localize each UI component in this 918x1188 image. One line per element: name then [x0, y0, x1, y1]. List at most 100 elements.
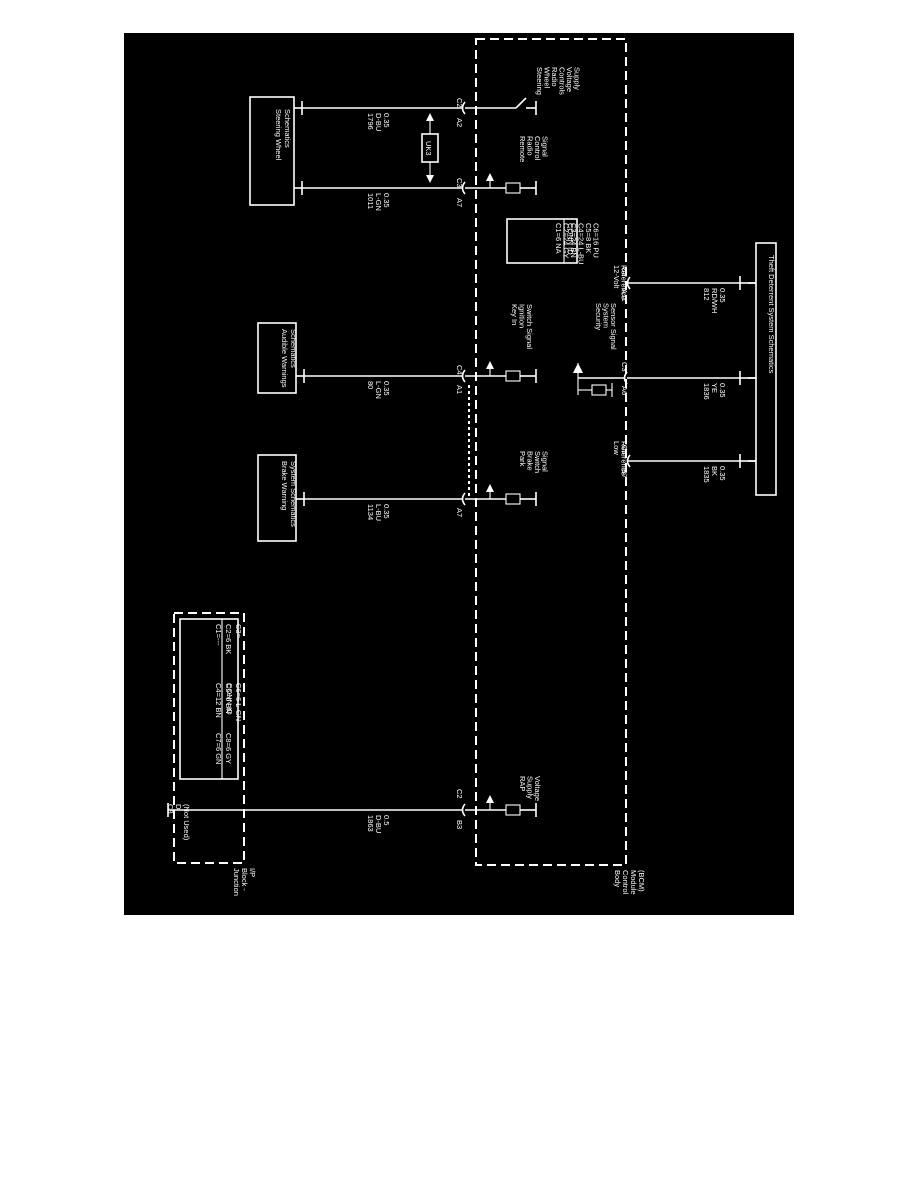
pin-label: A7	[455, 198, 464, 207]
bcm-conn-id-title: CONN ID	[566, 223, 575, 255]
conn-id-line: C8=6 GY	[224, 733, 233, 764]
jb-label-line: I/P	[248, 868, 257, 877]
circuit-steering-supply: C2 A2 1796 D-BU 0.35 Steering Wheel Radi…	[294, 67, 582, 131]
circuit-label: Signal	[541, 136, 550, 157]
conn-id-line: C3=24 BN	[569, 223, 578, 258]
brake-warning-label: Brake Warning System Schematics	[280, 461, 298, 527]
pin-label: A11	[620, 289, 629, 302]
conn-id-line: C1=6 NA	[554, 223, 563, 254]
conn-id-line: C1=---	[214, 624, 223, 646]
circuit-low-reference: C2 B7 1835 BK 0.35 Low Reference	[612, 441, 756, 483]
circuit-label: Low	[612, 441, 621, 455]
connector-label: C2	[455, 789, 464, 799]
circuit-label: Key In	[510, 304, 519, 325]
connector-label: C4	[455, 365, 464, 375]
circuit-park-brake: A7 1134 L-BU 0.35 Park Brake Switch Sign…	[296, 451, 550, 521]
bcm-outline	[475, 38, 627, 866]
wire-label: 0.35	[382, 504, 391, 519]
jb-label-line: Junction	[232, 868, 241, 896]
conn-id-line: C2=6 BK	[224, 624, 233, 654]
jb-pin-label: D	[174, 804, 183, 810]
wire-label: 1836	[702, 383, 711, 400]
wire-label: 1863	[366, 815, 375, 832]
connector-label: C3	[620, 362, 629, 372]
jb-conn-id-box	[179, 618, 239, 780]
jb-label-line: Block -	[240, 868, 249, 891]
circuit-key-in: C4 A1 80 L-GN 0.35 Key In Ignition Switc…	[296, 304, 537, 399]
pin-label: A2	[455, 118, 464, 127]
junction-block-outline	[173, 612, 245, 864]
conn-id-line: C3=---	[234, 624, 243, 646]
pin-label: B3	[455, 820, 464, 829]
bcm-conn-id-box	[506, 218, 578, 264]
theft-deterrent-label: Theft Deterrent System Schematics	[767, 255, 776, 374]
conn-id-line: C5=6 BN	[224, 683, 233, 714]
connector-label: C2	[620, 267, 629, 277]
box-label-line: Brake Warning	[280, 461, 289, 510]
schematic-panel: Body Control Module (BCM) Junction Block…	[124, 33, 794, 915]
theft-deterrent-schematics-box	[755, 242, 777, 496]
box-label-line: Schematics	[283, 109, 292, 148]
wire-label: 812	[702, 288, 711, 301]
wire-label: 0.35	[718, 288, 727, 303]
wire-label: D-BU	[374, 815, 383, 833]
wire-label: D-BU	[374, 113, 383, 131]
wire-label: 0.35	[382, 113, 391, 128]
circuit-label: Voltage	[533, 776, 542, 801]
circuit-remote-radio: C3 A7 1011 L-GN 0.35 Remote Radio Contro…	[294, 136, 550, 211]
junction-block-label: Junction Block - I/P	[232, 868, 257, 896]
wire-label: 1134	[366, 504, 375, 520]
box-label-line: System Schematics	[289, 461, 298, 527]
circuit-12v-reference: C2 A11 812 RD/WH 0.35 12-Volt Reference	[612, 265, 756, 313]
conn-id-line: C4=24 L-BU	[577, 223, 586, 264]
circuit-label: Supply	[573, 67, 582, 90]
connector-label: C2	[455, 98, 464, 108]
circuit-label: Switch Signal	[525, 304, 534, 349]
circuit-label: Voltage	[565, 67, 574, 92]
circuit-label: RAP	[518, 776, 527, 791]
box-label-line: Theft Deterrent System Schematics	[767, 255, 776, 374]
bcm-label-line: Module	[629, 870, 638, 895]
circuit-label: Radio	[526, 136, 535, 156]
wire-label: 0.35	[718, 383, 727, 398]
circuit-label: Steering	[535, 67, 544, 95]
theft-deterrent-stubs	[748, 282, 756, 462]
jb-conn-id-title: CONN ID	[225, 683, 234, 715]
conn-id-line: C6=6 L-GN	[234, 683, 243, 721]
circuit-security-sensor: C3 A6 1836 YE 0.35 Security System Senso…	[573, 303, 756, 400]
box-label-line: Schematics	[289, 329, 298, 368]
circuit-label: Supply	[526, 776, 535, 799]
circuit-label: Remote	[518, 136, 527, 162]
circuit-label: Security	[594, 303, 603, 330]
circuit-label: Park	[518, 451, 527, 467]
conn-id-line: C2=24 GY	[562, 223, 571, 258]
wiring-diagram: Body Control Module (BCM) Junction Block…	[166, 38, 777, 896]
audible-warnings-label: Audible Warnings Schematics	[280, 329, 298, 388]
bcm-label-line: (BCM)	[637, 870, 646, 892]
wire-label: 0.35	[382, 381, 391, 396]
conn-id-line: C5=8 BK	[584, 223, 593, 253]
circuit-label: Controls	[558, 67, 567, 95]
circuit-rap-supply: C2 B3 1863 D-BU 0.5 RAP Supply Voltage C…	[166, 776, 542, 841]
steering-wheel-schematics-box	[249, 96, 295, 206]
pin-label: A6	[620, 386, 629, 395]
circuit-label: Brake	[526, 451, 535, 471]
audible-warnings-schematics-box	[257, 322, 297, 394]
wire-label: L-GN	[374, 381, 383, 399]
splice-label: UK3	[424, 141, 433, 156]
conn-id-title: CONN ID	[225, 683, 234, 715]
circuit-label: 12-Volt	[612, 265, 621, 289]
bcm-label: Body Control Module (BCM)	[613, 870, 646, 895]
circuit-label: Switch	[533, 451, 542, 473]
jb-conn-id-col3: C7=6 GN C8=6 GY	[214, 733, 233, 764]
wire-label: 1011	[366, 193, 375, 209]
bcm-label-line: Control	[621, 870, 630, 895]
pin-label: A1	[455, 385, 464, 394]
jb-conn-id-col2: C4=12 BN C5=6 BN C6=6 L-GN	[214, 683, 243, 721]
box-label-line: Audible Warnings	[280, 329, 289, 388]
conn-id-line: C4=12 BN	[214, 683, 223, 718]
circuit-label: Radio	[550, 67, 559, 87]
wire-label: 1796	[366, 113, 375, 130]
wire-label: 0.35	[718, 466, 727, 481]
wire-label: L-GN	[374, 193, 383, 211]
